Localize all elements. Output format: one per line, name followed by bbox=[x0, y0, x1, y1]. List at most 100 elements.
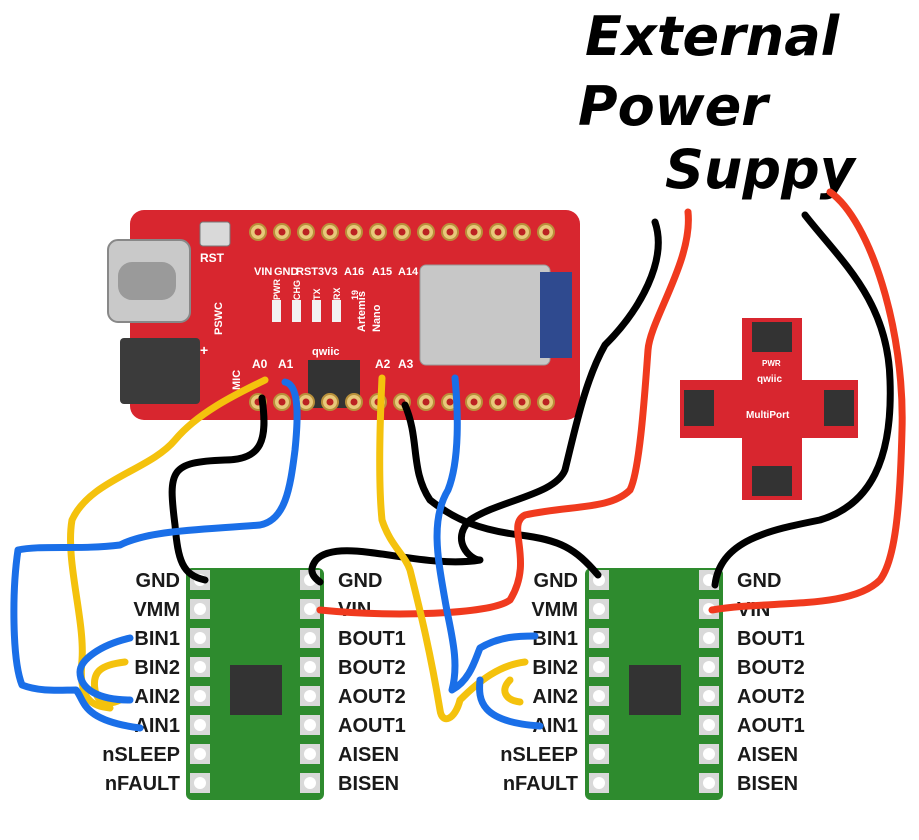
driver-chip bbox=[629, 665, 681, 715]
driver-pin-label: BIN1 bbox=[532, 628, 578, 650]
bottom-pin-label: A1 bbox=[278, 357, 294, 371]
driver-pin-hole bbox=[703, 661, 715, 673]
driver-pin-label: AIN2 bbox=[532, 686, 578, 708]
led bbox=[312, 300, 321, 322]
driver-pin-label: GND bbox=[737, 570, 781, 592]
driver-pin-label: AIN2 bbox=[134, 686, 180, 708]
motor-driver-right bbox=[585, 568, 723, 800]
driver-pin-hole bbox=[304, 719, 316, 731]
blue-wire-a-loop bbox=[76, 634, 134, 704]
driver-pin-hole bbox=[304, 661, 316, 673]
driver-pin-hole bbox=[703, 690, 715, 702]
driver-pin-label: GND bbox=[136, 570, 180, 592]
bottom-pin-label: A3 bbox=[398, 357, 414, 371]
driver-pin-hole bbox=[703, 632, 715, 644]
usb-c-port bbox=[118, 262, 176, 300]
black-wire-a bbox=[168, 394, 268, 584]
blue-wire-b bbox=[433, 374, 539, 694]
driver-pin-label: BIN2 bbox=[532, 657, 578, 679]
driver-pin-hole bbox=[194, 748, 206, 760]
wires bbox=[10, 188, 906, 732]
driver-pin-hole bbox=[703, 719, 715, 731]
driver-pin-label: AIN1 bbox=[134, 715, 180, 737]
bottom-pin-label: A2 bbox=[375, 357, 391, 371]
driver-pin-label: nSLEEP bbox=[102, 744, 180, 766]
driver-pin-hole bbox=[703, 748, 715, 760]
mic-label: MIC bbox=[231, 370, 243, 390]
driver-pin-labels: GNDVMMBIN1BIN2AIN2AIN1nSLEEPnFAULTGNDVIN… bbox=[102, 570, 805, 795]
driver-pin-hole bbox=[593, 661, 605, 673]
red-wire-b bbox=[708, 188, 906, 614]
top-pin-label: RST bbox=[296, 266, 318, 278]
top-pin-label: A15 bbox=[372, 266, 392, 278]
multiport-name-label: MultiPort bbox=[746, 410, 790, 421]
driver-pin-hole bbox=[194, 603, 206, 615]
driver-pin-label: VMM bbox=[133, 599, 180, 621]
multiport-qwiic-label: qwiic bbox=[757, 374, 782, 385]
top-pin-label: GND bbox=[274, 266, 299, 278]
artemis-label: Artemis bbox=[356, 291, 368, 332]
led-label: 19 bbox=[350, 290, 360, 300]
motor-driver-left bbox=[186, 568, 324, 800]
red-wire-a bbox=[316, 208, 692, 618]
driver-pin-label: VMM bbox=[531, 599, 578, 621]
driver-pin-hole bbox=[304, 603, 316, 615]
caption-line-3: Suppy bbox=[665, 138, 858, 201]
driver-chip bbox=[230, 665, 282, 715]
pswc-label: PSWC bbox=[213, 302, 225, 335]
led bbox=[332, 300, 341, 322]
rst-label: RST bbox=[200, 251, 225, 265]
driver-pin-label: AOUT2 bbox=[737, 686, 805, 708]
driver-pin-label: BOUT2 bbox=[338, 657, 406, 679]
blue-wire-b-loop bbox=[476, 676, 544, 730]
driver-pin-hole bbox=[593, 603, 605, 615]
multiport-qwiic-right bbox=[824, 390, 854, 426]
status-leds bbox=[272, 300, 341, 322]
driver-pin-hole bbox=[304, 632, 316, 644]
driver-pin-hole bbox=[194, 690, 206, 702]
driver-pin-hole bbox=[304, 777, 316, 789]
top-pin-label: A14 bbox=[398, 266, 419, 278]
led-label: PWR bbox=[272, 279, 282, 300]
driver-pin-label: BOUT2 bbox=[737, 657, 805, 679]
driver-pin-label: AOUT1 bbox=[338, 715, 406, 737]
multiport-pwr-label: PWR bbox=[762, 359, 781, 368]
board-pcb bbox=[130, 210, 580, 420]
led-label: TX bbox=[312, 288, 322, 300]
driver-pin-hole bbox=[194, 719, 206, 731]
led bbox=[272, 300, 281, 322]
driver-pin-hole bbox=[593, 719, 605, 731]
top-pin-label: 3V3 bbox=[318, 266, 338, 278]
driver-pin-label: nFAULT bbox=[105, 773, 180, 795]
bottom-pin-labels: A0 A1 A2 A3 bbox=[252, 357, 414, 371]
black-wire-c bbox=[308, 218, 662, 586]
multiport-pcb bbox=[680, 318, 858, 500]
battery-connector bbox=[120, 338, 200, 404]
multiport-qwiic-left bbox=[684, 390, 714, 426]
driver-pin-hole bbox=[703, 777, 715, 789]
driver-pin-hole bbox=[194, 661, 206, 673]
driver-pin-label: BIN1 bbox=[134, 628, 180, 650]
driver-pin-label: AIN1 bbox=[532, 715, 578, 737]
driver-pin-label: BISEN bbox=[338, 773, 399, 795]
reset-button bbox=[199, 221, 231, 247]
multiport-qwiic-top bbox=[752, 322, 792, 352]
driver-pin-label: AOUT2 bbox=[338, 686, 406, 708]
led-label: CHG bbox=[292, 280, 302, 300]
yellow-wire-b-loop bbox=[501, 676, 524, 706]
bottom-pin-label: A0 bbox=[252, 357, 268, 371]
antenna bbox=[540, 272, 572, 358]
black-wire-b bbox=[401, 401, 602, 579]
top-pin-label: A16 bbox=[344, 266, 364, 278]
driver-pin-label: BOUT1 bbox=[737, 628, 805, 650]
driver-pin-hole bbox=[593, 748, 605, 760]
plus-label: + bbox=[200, 342, 208, 358]
driver-pin-hole bbox=[304, 690, 316, 702]
driver-pin-label: BISEN bbox=[737, 773, 798, 795]
caption-line-1: External bbox=[585, 5, 841, 68]
caption: External Power Suppy bbox=[578, 5, 858, 201]
qwiic-label: qwiic bbox=[312, 346, 340, 358]
led bbox=[292, 300, 301, 322]
